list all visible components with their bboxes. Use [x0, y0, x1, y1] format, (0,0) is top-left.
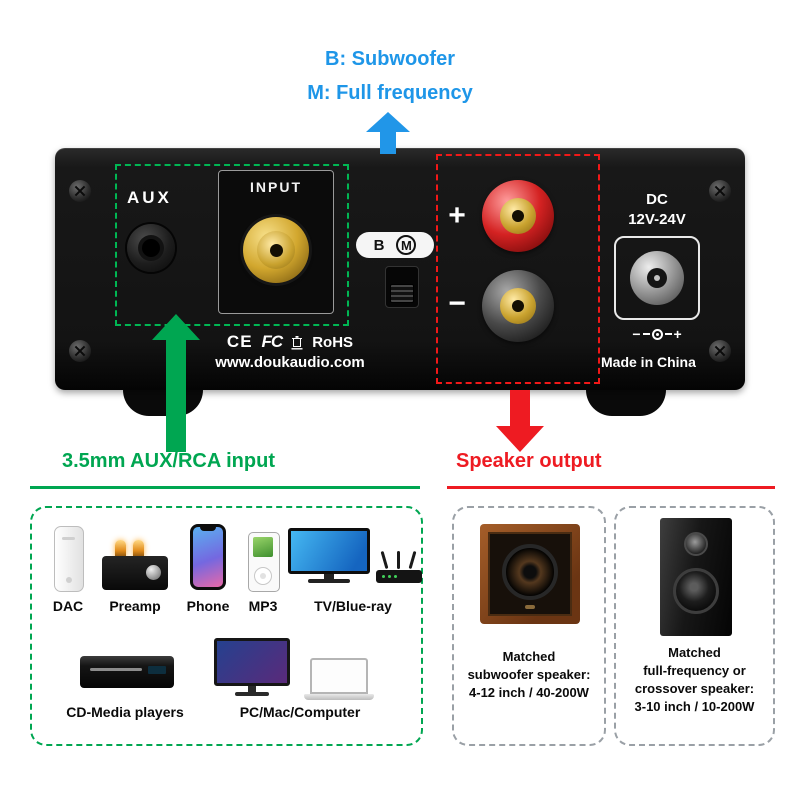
- input-divider: [30, 486, 420, 489]
- subwoofer-image: [480, 524, 580, 624]
- mode-line-subwoofer: B: Subwoofer: [325, 48, 455, 70]
- arrow-shaft: [510, 390, 530, 426]
- polarity-minus: −: [632, 326, 641, 342]
- website-text: www.doukaudio.com: [215, 354, 365, 371]
- subwoofer-box: Matched subwoofer speaker: 4-12 inch / 4…: [452, 506, 606, 746]
- dc-jack: [630, 251, 684, 305]
- dc-jack-pin: [654, 275, 660, 281]
- speaker-description: Matched full-frequency or crossover spea…: [634, 645, 755, 714]
- laptop-icon: [304, 658, 374, 702]
- arrow-head: [366, 112, 410, 132]
- knob-icon: [146, 565, 161, 580]
- input-sources-box: DAC Preamp Phone MP3 TV/Blue-ray CD-Medi…: [30, 506, 423, 746]
- tweeter-icon: [684, 532, 708, 556]
- dac-icon: [54, 526, 84, 592]
- vacuum-tube-icon: [133, 540, 144, 558]
- certification-marks: CE FC RoHS: [205, 332, 375, 352]
- made-in-text: Made in China: [601, 354, 696, 370]
- cd-player-icon: [80, 656, 174, 688]
- output-arrow-down-icon: [496, 390, 544, 452]
- input-callout: 3.5mm AUX/RCA input: [62, 450, 275, 472]
- rca-jack-ring: [257, 231, 295, 269]
- arrow-shaft: [380, 132, 396, 154]
- negative-terminal-label: −: [448, 287, 466, 320]
- source-label-preamp: Preamp: [109, 598, 161, 614]
- dc-polarity-icon: − +: [607, 326, 707, 342]
- speaker-section-outline: [436, 154, 600, 384]
- subwoofer-description: Matched subwoofer speaker: 4-12 inch / 4…: [467, 649, 591, 700]
- polarity-line: [642, 333, 650, 335]
- aux-jack: [127, 224, 175, 272]
- speaker-image: [660, 518, 732, 636]
- binding-post-hole: [512, 210, 524, 222]
- preamp-icon: [102, 540, 168, 592]
- bm-switch-label: B M: [356, 232, 434, 258]
- positive-binding-post: [482, 180, 554, 252]
- source-label-mp3: MP3: [248, 598, 278, 614]
- switch-b-label: B: [373, 236, 385, 254]
- source-label-phone: Phone: [186, 598, 230, 614]
- mode-arrow-up-icon: [366, 112, 410, 154]
- woofer-icon: [673, 568, 719, 614]
- screw-icon: [709, 180, 731, 202]
- source-label-pc: PC/Mac/Computer: [239, 704, 361, 720]
- input-arrow-up-icon: [152, 314, 200, 452]
- dc-power-label: DC 12V-24V: [611, 190, 703, 230]
- screw-icon: [69, 340, 91, 362]
- full-range-speaker-box: Matched full-frequency or crossover spea…: [614, 506, 775, 746]
- output-callout: Speaker output: [456, 450, 602, 472]
- dc-jack-panel: [614, 236, 700, 320]
- rca-jack: [243, 217, 309, 283]
- router-icon: [376, 544, 422, 588]
- dc-label-line2: 12V-24V: [628, 211, 686, 228]
- subwoofer-driver-icon: [502, 543, 558, 600]
- vacuum-tube-icon: [115, 540, 126, 558]
- binding-post-hole: [512, 300, 524, 312]
- polarity-plus: +: [673, 326, 682, 342]
- phone-icon: [190, 524, 226, 590]
- aux-jack-hole: [142, 239, 160, 257]
- aux-label: AUX: [127, 188, 172, 207]
- binding-post-center: [500, 198, 536, 234]
- input-label: INPUT: [250, 179, 302, 195]
- mode-annotation: B: Subwoofer M: Full frequency: [240, 42, 540, 110]
- bm-slide-switch: [385, 266, 419, 308]
- polarity-line: [664, 333, 672, 335]
- source-label-cd: CD-Media players: [66, 704, 184, 720]
- desktop-computer-icon: [214, 638, 290, 700]
- output-divider: [447, 486, 775, 489]
- switch-m-label: M: [396, 235, 417, 255]
- arrow-head: [496, 426, 544, 452]
- arrow-head: [152, 314, 200, 340]
- ce-mark: CE: [226, 332, 253, 351]
- input-section-outline: [115, 164, 349, 326]
- rohs-mark: RoHS: [312, 333, 354, 351]
- fcc-mark: FC: [261, 332, 284, 351]
- dc-jack-hole: [647, 268, 667, 288]
- rca-jack-hole: [269, 243, 283, 257]
- rca-input-panel: INPUT: [218, 170, 334, 314]
- screw-icon: [709, 340, 731, 362]
- tv-icon: [288, 528, 370, 588]
- source-label-dac: DAC: [52, 598, 84, 614]
- positive-terminal-label: +: [448, 199, 466, 232]
- mp3-player-icon: [248, 532, 280, 592]
- amplifier-rear-panel: AUX INPUT B M + −: [55, 148, 745, 390]
- screw-icon: [69, 180, 91, 202]
- switch-knob: [390, 284, 414, 303]
- mode-line-full-frequency: M: Full frequency: [307, 82, 473, 104]
- source-label-tv: TV/Blue-ray: [314, 598, 392, 614]
- center-positive-icon: [651, 328, 663, 340]
- arrow-shaft: [166, 340, 186, 452]
- binding-post-center: [500, 288, 536, 324]
- dc-label-line1: DC: [646, 191, 668, 208]
- weee-bin-icon: [291, 335, 303, 350]
- negative-binding-post: [482, 270, 554, 342]
